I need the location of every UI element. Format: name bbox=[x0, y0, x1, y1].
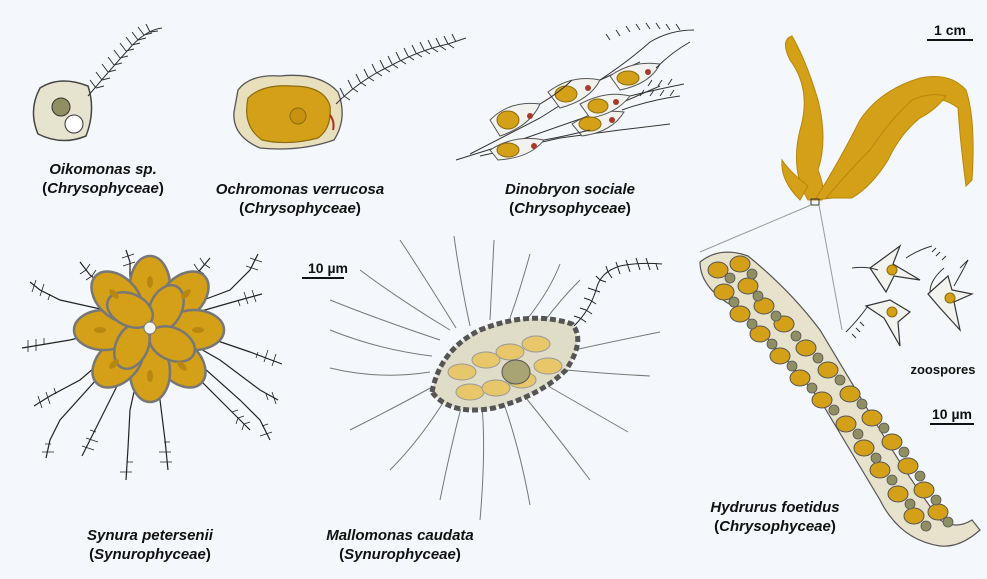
label-dinobryon: Dinobryon sociale (Chrysophyceae) bbox=[480, 180, 660, 218]
hydrurus-thallus bbox=[782, 36, 973, 200]
species-name: Hydrurus foetidus bbox=[710, 499, 839, 516]
label-hydrurus: Hydrurus foetidus (Chrysophyceae) bbox=[690, 498, 860, 536]
class-name: Chrysophyceae bbox=[47, 180, 159, 197]
label-synura: Synura petersenii (Synurophyceae) bbox=[60, 526, 240, 564]
paren-close: ) bbox=[206, 546, 211, 563]
class-name: Chrysophyceae bbox=[514, 200, 626, 217]
scale-bar-10um-right-label: 10 µm bbox=[932, 406, 972, 422]
scale-bar-1cm-line bbox=[927, 39, 973, 41]
species-name: Ochromonas verrucosa bbox=[216, 181, 384, 198]
zoospores-cluster bbox=[846, 246, 972, 346]
species-name: Oikomonas sp. bbox=[49, 161, 157, 178]
species-name: Synura petersenii bbox=[87, 527, 213, 544]
paren-close: ) bbox=[831, 518, 836, 535]
scale-bar-1cm-label: 1 cm bbox=[934, 22, 966, 38]
paren-close: ) bbox=[456, 546, 461, 563]
label-zoospores: zoospores bbox=[898, 360, 987, 379]
paren-close: ) bbox=[626, 200, 631, 217]
mallomonas-flagellum bbox=[574, 258, 662, 326]
species-name: Dinobryon sociale bbox=[505, 181, 635, 198]
ochromonas-flagellum bbox=[336, 34, 466, 104]
scale-bar-10um-left: 10 µm bbox=[298, 260, 358, 279]
dinobryon-colony bbox=[456, 23, 694, 160]
scale-bar-10um-left-label: 10 µm bbox=[308, 260, 348, 276]
scale-bar-10um-left-line bbox=[302, 277, 344, 279]
label-mallomonas: Mallomonas caudata (Synurophyceae) bbox=[300, 526, 500, 564]
synura-colony bbox=[22, 250, 282, 480]
class-name: Chrysophyceae bbox=[719, 518, 831, 535]
paren-close: ) bbox=[356, 200, 361, 217]
mallomonas-cell bbox=[330, 236, 662, 520]
class-name: Synurophyceae bbox=[344, 546, 456, 563]
species-name: Mallomonas caudata bbox=[326, 527, 474, 544]
label-ochromonas: Ochromonas verrucosa (Chrysophyceae) bbox=[195, 180, 405, 218]
oikomonas-cell bbox=[33, 24, 162, 141]
class-name: Chrysophyceae bbox=[244, 200, 356, 217]
scale-bar-1cm: 1 cm bbox=[922, 22, 978, 41]
class-name: Synurophyceae bbox=[94, 546, 206, 563]
zoospores-text: zoospores bbox=[910, 362, 975, 377]
label-oikomonas: Oikomonas sp. (Chrysophyceae) bbox=[28, 160, 178, 198]
ochromonas-cell bbox=[234, 34, 466, 149]
oikomonas-flagellum bbox=[88, 24, 162, 96]
paren-close: ) bbox=[159, 180, 164, 197]
scale-bar-10um-right: 10 µm bbox=[924, 406, 980, 425]
scale-bar-10um-right-line bbox=[930, 423, 974, 425]
